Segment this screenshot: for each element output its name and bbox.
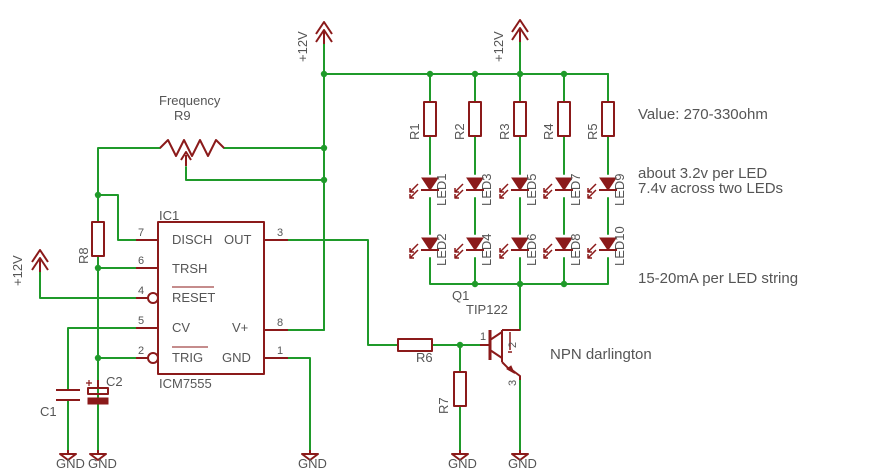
pin-number: 3 bbox=[507, 380, 519, 386]
led-resistors bbox=[423, 101, 615, 137]
labels: +12V +12V +12V Frequency R9 IC1 R8 DISCH… bbox=[10, 31, 627, 471]
label-led7: LED7 bbox=[568, 173, 583, 206]
label-c1: C1 bbox=[40, 404, 57, 419]
label-led2: LED2 bbox=[434, 233, 449, 266]
capacitor-c1 bbox=[56, 389, 80, 401]
label-pin-disch: DISCH bbox=[172, 232, 212, 247]
label-led9: LED9 bbox=[612, 173, 627, 206]
label-12v-top-left: +12V bbox=[295, 31, 310, 62]
label-pin-gnd: GND bbox=[222, 350, 251, 365]
label-12v-left: +12V bbox=[10, 255, 25, 286]
label-12v-top-right: +12V bbox=[491, 31, 506, 62]
note-string-current: 15-20mA per LED string bbox=[638, 270, 798, 287]
label-gnd: GND bbox=[508, 456, 537, 471]
note-two-leds: 7.4v across two LEDs bbox=[638, 180, 783, 197]
annotations: Value: 270-330ohm about 3.2v per LED 7.4… bbox=[550, 106, 798, 363]
vcc-symbol-left bbox=[31, 249, 49, 272]
note-value: Value: 270-330ohm bbox=[638, 106, 768, 123]
label-led8: LED8 bbox=[568, 233, 583, 266]
pin-number: 5 bbox=[138, 315, 144, 327]
pin-number: 2 bbox=[138, 345, 144, 357]
resistor-r8 bbox=[91, 221, 105, 257]
label-pin-cv: CV bbox=[172, 320, 190, 335]
label-led3: LED3 bbox=[479, 173, 494, 206]
resistor-r7 bbox=[453, 371, 467, 407]
label-led10: LED10 bbox=[612, 226, 627, 266]
capacitor-c2 bbox=[86, 380, 109, 405]
label-r9: R9 bbox=[174, 108, 191, 123]
resistor-r6 bbox=[397, 338, 433, 352]
label-led6: LED6 bbox=[524, 233, 539, 266]
label-pin-vplus: V+ bbox=[232, 320, 248, 335]
label-pin-trig: TRIG bbox=[172, 350, 203, 365]
label-c2: C2 bbox=[106, 374, 123, 389]
label-gnd: GND bbox=[298, 456, 327, 471]
gnd-symbols bbox=[59, 450, 529, 461]
label-led1: LED1 bbox=[434, 173, 449, 206]
vcc-symbol-top-right bbox=[511, 19, 529, 42]
pin-number: 2 bbox=[507, 342, 519, 348]
label-led5: LED5 bbox=[524, 173, 539, 206]
label-q1: Q1 bbox=[452, 288, 469, 303]
label-pin-out: OUT bbox=[224, 232, 252, 247]
pin-number: 4 bbox=[138, 285, 144, 297]
label-q1-model: TIP122 bbox=[466, 302, 508, 317]
label-led4: LED4 bbox=[479, 233, 494, 266]
potentiometer-r9 bbox=[159, 139, 225, 166]
label-r4: R4 bbox=[541, 123, 556, 140]
pin-number: 6 bbox=[138, 255, 144, 267]
label-ic-model: ICM7555 bbox=[159, 376, 212, 391]
label-r3: R3 bbox=[497, 123, 512, 140]
label-r8: R8 bbox=[76, 247, 91, 264]
ic1-body bbox=[136, 221, 288, 375]
label-r1: R1 bbox=[407, 123, 422, 140]
label-ic1: IC1 bbox=[159, 208, 179, 223]
pin-number: 8 bbox=[277, 317, 283, 329]
pin-number: 3 bbox=[277, 227, 283, 239]
note-npn: NPN darlington bbox=[550, 346, 652, 363]
label-r5: R5 bbox=[585, 123, 600, 140]
label-r7: R7 bbox=[436, 397, 451, 414]
label-r2: R2 bbox=[452, 123, 467, 140]
label-pin-reset: RESET bbox=[172, 290, 215, 305]
pin-number: 1 bbox=[277, 345, 283, 357]
junctions bbox=[94, 70, 568, 362]
vcc-symbol-top-left bbox=[315, 21, 333, 44]
pin-number: 1 bbox=[480, 331, 486, 343]
label-gnd: GND bbox=[56, 456, 85, 471]
label-frequency: Frequency bbox=[159, 93, 221, 108]
label-r6: R6 bbox=[416, 350, 433, 365]
label-gnd: GND bbox=[88, 456, 117, 471]
pin-number: 7 bbox=[138, 227, 144, 239]
note-per-led: about 3.2v per LED bbox=[638, 165, 767, 182]
label-pin-trsh: TRSH bbox=[172, 261, 207, 276]
label-gnd: GND bbox=[448, 456, 477, 471]
transistor-q1 bbox=[480, 329, 521, 380]
